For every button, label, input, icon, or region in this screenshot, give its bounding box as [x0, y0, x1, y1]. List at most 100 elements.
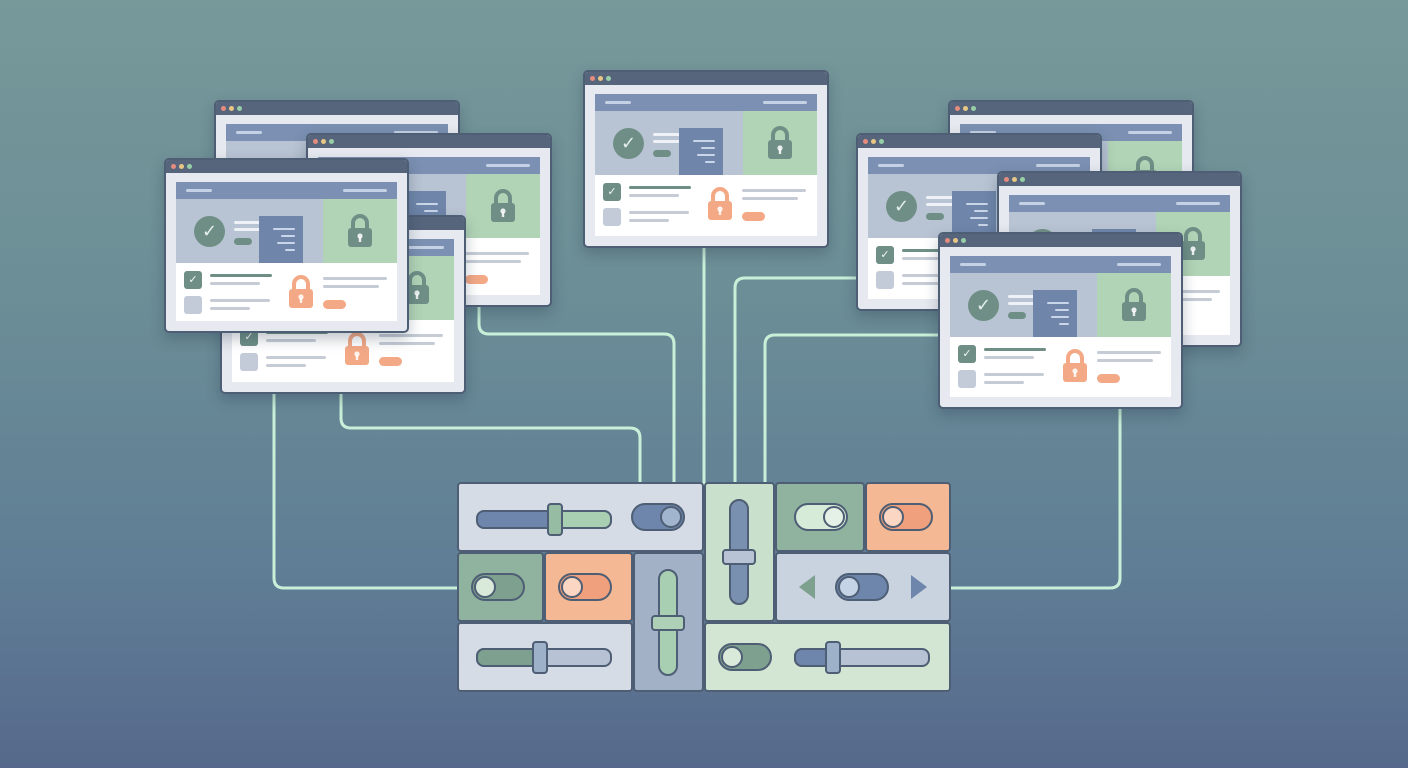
title-bar: [950, 102, 1192, 115]
lock-panel: [323, 199, 397, 263]
slider-handle[interactable]: [825, 641, 841, 674]
toggle-switch[interactable]: [631, 503, 685, 531]
toggle-switch[interactable]: [835, 573, 889, 601]
maximize-dot[interactable]: [329, 139, 334, 144]
checkbox-unchecked[interactable]: [876, 271, 894, 289]
document-icon: [679, 128, 723, 175]
lock-icon: [342, 331, 372, 371]
close-dot[interactable]: [945, 238, 950, 243]
badge: [1008, 312, 1026, 319]
lock-icon: [345, 213, 375, 253]
hero-section: ✓: [950, 273, 1171, 337]
lock-panel: [466, 174, 540, 238]
web-page: ✓✓: [176, 182, 397, 321]
toggle-switch[interactable]: [718, 643, 772, 671]
maximize-dot[interactable]: [1020, 177, 1025, 182]
warning-badge: [465, 275, 488, 284]
slider-fill: [555, 510, 612, 529]
minimize-dot[interactable]: [321, 139, 326, 144]
web-page: ✓✓: [950, 256, 1171, 397]
close-dot[interactable]: [313, 139, 318, 144]
check-icon: ✓: [968, 290, 999, 321]
toggle-switch[interactable]: [879, 503, 933, 531]
toggle-switch[interactable]: [471, 573, 525, 601]
nav-bar: [868, 157, 1090, 174]
maximize-dot[interactable]: [961, 238, 966, 243]
document-icon: [952, 191, 996, 238]
minimize-dot[interactable]: [179, 164, 184, 169]
close-dot[interactable]: [863, 139, 868, 144]
checkbox-checked[interactable]: ✓: [876, 246, 894, 264]
maximize-dot[interactable]: [237, 106, 242, 111]
connector-right-inner: [763, 333, 942, 488]
close-dot[interactable]: [955, 106, 960, 111]
slider-handle[interactable]: [651, 615, 685, 631]
check-icon: ✓: [613, 128, 644, 159]
browser-window: ✓✓: [583, 70, 829, 248]
badge: [653, 150, 671, 157]
minimize-dot[interactable]: [229, 106, 234, 111]
lock-icon: [1178, 226, 1208, 266]
lock-icon: [402, 270, 432, 310]
connector-right-upper: [733, 276, 862, 488]
document-icon: [259, 216, 303, 263]
title-bar: [999, 173, 1240, 186]
badge: [926, 213, 944, 220]
warning-badge: [742, 212, 765, 221]
checkbox-unchecked[interactable]: [184, 296, 202, 314]
lock-icon: [1119, 287, 1149, 327]
close-dot[interactable]: [171, 164, 176, 169]
warning-badge: [1097, 374, 1120, 383]
lock-icon: [705, 186, 735, 226]
maximize-dot[interactable]: [879, 139, 884, 144]
slider-handle[interactable]: [722, 549, 756, 565]
slider-fill: [476, 648, 540, 667]
badge: [234, 238, 252, 245]
browser-window: ✓✓: [938, 232, 1183, 409]
maximize-dot[interactable]: [971, 106, 976, 111]
nav-bar: [176, 182, 397, 199]
checkbox-checked[interactable]: ✓: [603, 183, 621, 201]
document-icon: [1033, 290, 1077, 337]
browser-window: ✓✓: [164, 158, 409, 333]
check-icon: ✓: [886, 191, 917, 222]
close-dot[interactable]: [221, 106, 226, 111]
lock-icon: [488, 188, 518, 228]
title-bar: [940, 234, 1181, 247]
connector-left-inner: [339, 383, 642, 488]
right-arrow-icon[interactable]: [911, 575, 927, 599]
minimize-dot[interactable]: [871, 139, 876, 144]
nav-bar: [595, 94, 817, 111]
hero-section: ✓: [595, 111, 817, 175]
checkbox-checked[interactable]: ✓: [958, 345, 976, 363]
check-icon: ✓: [194, 216, 225, 247]
title-bar: [166, 160, 407, 173]
lock-panel: [743, 111, 817, 175]
title-bar: [858, 135, 1100, 148]
minimize-dot[interactable]: [953, 238, 958, 243]
checkbox-unchecked[interactable]: [240, 353, 258, 371]
minimize-dot[interactable]: [598, 76, 603, 81]
toggle-switch[interactable]: [794, 503, 848, 531]
minimize-dot[interactable]: [1012, 177, 1017, 182]
connector-right-outer: [946, 400, 1122, 590]
checkbox-unchecked[interactable]: [603, 208, 621, 226]
close-dot[interactable]: [590, 76, 595, 81]
slider-handle[interactable]: [532, 641, 548, 674]
warning-badge: [379, 357, 402, 366]
maximize-dot[interactable]: [187, 164, 192, 169]
lock-icon: [765, 125, 795, 165]
toggle-switch[interactable]: [558, 573, 612, 601]
lock-icon: [1060, 348, 1090, 388]
minimize-dot[interactable]: [963, 106, 968, 111]
checkbox-unchecked[interactable]: [958, 370, 976, 388]
nav-bar: [1009, 195, 1230, 212]
close-dot[interactable]: [1004, 177, 1009, 182]
maximize-dot[interactable]: [606, 76, 611, 81]
checkbox-checked[interactable]: ✓: [184, 271, 202, 289]
slider-handle[interactable]: [547, 503, 563, 536]
left-arrow-icon[interactable]: [799, 575, 815, 599]
connector-left-outer: [272, 383, 462, 590]
title-bar: [216, 102, 458, 115]
